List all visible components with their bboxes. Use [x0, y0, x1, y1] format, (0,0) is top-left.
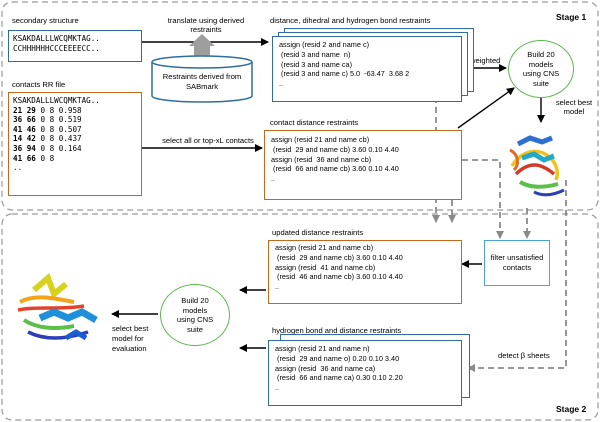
database-label: Restraints derived from SABmark — [162, 72, 242, 91]
translate-label: translate using derived restraints — [167, 16, 245, 34]
restraint-line: assign (resid 21 and name cb) — [275, 243, 374, 252]
restraint-line: (resid 3 and name c) 5.0 -63.47 3.68 2 — [279, 69, 410, 79]
hbond-distance-title: hydrogen bond and distance restraints — [272, 326, 402, 335]
select-contacts-label: select all or top-xL contacts — [162, 136, 254, 145]
stage2-frame — [1, 213, 599, 421]
build-models-stage1-label: Build 20 models using CNS suite — [522, 50, 560, 88]
stage2-label: Stage 2 — [556, 404, 587, 414]
restraint-line: (resid 29 and name o) 0.20 0.10 3.40 — [275, 353, 400, 363]
restraint-line: (resid 46 and name cb) 3.60 0.10 4.40 — [275, 272, 403, 282]
contact-distance-box: assign (resid 21 and name cb) (resid 29 … — [264, 130, 462, 200]
dist-dihedral-box: assign (resid 2 and name c) (resid 3 and… — [272, 36, 462, 102]
arrow-contact-to-build — [457, 87, 515, 129]
restraint-line: .. — [279, 79, 284, 89]
contact-distance-title: contact distance restraints — [270, 118, 359, 127]
build-models-stage1: Build 20 models using CNS suite — [508, 40, 574, 98]
contacts-rr-box: KSAKDALLLWCQMKTAG.. 21 29 0 8 0.958 36 6… — [8, 92, 142, 196]
restraint-line: .. — [271, 174, 276, 184]
restraint-line: assign (resid 21 and name cb) — [271, 135, 370, 144]
secondary-sequence: KSAKDALLLWCQMKTAG.. — [13, 34, 100, 43]
secondary-states: CCHHHHHHCCCEEEECC.. — [13, 43, 100, 53]
contact-row: 21 29 0 8 0.958 — [13, 105, 82, 115]
filter-box: filter unsatisfied contacts — [484, 240, 550, 286]
contact-row: 41 66 0 8 — [13, 153, 55, 163]
dashed-contact-to-filter — [462, 159, 504, 239]
build-models-stage2-label: Build 20 models using CNS suite — [176, 296, 214, 334]
restraint-line: (resid 66 and name cb) 3.60 0.10 4.40 — [271, 164, 399, 174]
select-best-eval-label: select best model for evaluation — [112, 324, 149, 353]
dashed-model-to-hbond — [467, 180, 567, 372]
protein-structure-stage2 — [17, 272, 98, 341]
grey-up-arrow — [189, 34, 215, 56]
protein-structure-stage1 — [509, 135, 565, 197]
contact-row: 14 42 0 8 0.437 — [13, 134, 82, 144]
database-cylinder — [151, 55, 253, 103]
restraint-line: (resid 29 and name cb) 3.60 0.10 4.40 — [275, 252, 403, 262]
detect-beta-label: detect β sheets — [498, 351, 550, 360]
restraint-line: .. — [275, 383, 280, 393]
restraint-line: assign (resid 21 and name n) — [275, 344, 370, 353]
restraint-line: assign (resid 41 and name cb) — [275, 262, 376, 272]
secondary-structure-title: secondary structure — [12, 16, 79, 25]
updated-distance-box: assign (resid 21 and name cb) (resid 29 … — [268, 240, 462, 304]
restraint-line: assign (resid 2 and name c) — [279, 40, 370, 49]
hbond-distance-box: assign (resid 21 and name n) (resid 29 a… — [268, 340, 462, 406]
weighted-label: weighted — [470, 56, 501, 65]
contacts-sequence: KSAKDALLLWCQMKTAG.. — [13, 96, 100, 105]
secondary-structure-box: KSAKDALLLWCQMKTAG.. CCHHHHHHCCCEEEECC.. — [8, 30, 142, 62]
contact-row: 36 94 0 8 0.164 — [13, 143, 82, 153]
contacts-ellipsis: .. — [13, 163, 23, 173]
restraint-line: (resid 3 and name n) — [279, 49, 351, 59]
restraint-line: (resid 3 and name ca) — [279, 59, 353, 69]
dist-dihedral-title: distance, dihedral and hydrogen bond res… — [270, 16, 431, 25]
restraint-line: (resid 29 and name cb) 3.60 0.10 4.40 — [271, 144, 399, 154]
restraint-line: .. — [275, 282, 280, 292]
contact-row: 41 46 0 8 0.507 — [13, 124, 82, 134]
build-models-stage2: Build 20 models using CNS suite — [160, 284, 230, 346]
restraint-line: (resid 66 and name ca) 0.30 0.10 2.20 — [275, 373, 403, 383]
restraint-line: assign (resid 36 and name ca) — [275, 363, 376, 373]
updated-distance-title: updated distance restraints — [272, 228, 364, 237]
restraint-line: assign (resid 36 and name cb) — [271, 154, 372, 164]
select-best-model-label: select best model — [555, 98, 593, 116]
stage1-frame — [1, 1, 599, 211]
contact-row: 36 66 0 8 0.519 — [13, 115, 82, 125]
contacts-rr-title: contacts RR file — [12, 80, 66, 89]
stage1-label: Stage 1 — [556, 12, 587, 22]
filter-label: filter unsatisfied contacts — [490, 253, 544, 272]
